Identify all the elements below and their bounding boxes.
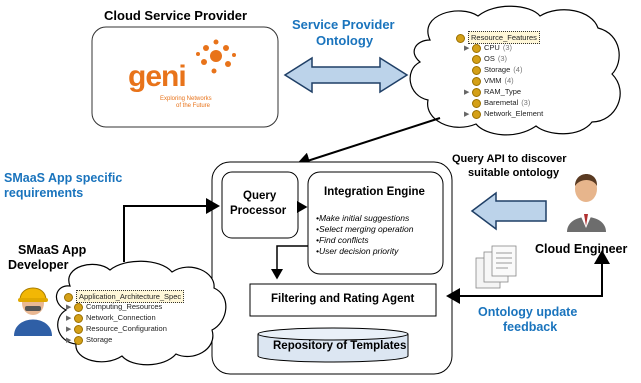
expand-arrow-icon[interactable]: ▶	[464, 89, 470, 96]
integration-bullet: •Make initial suggestions	[316, 213, 410, 223]
class-icon	[74, 313, 83, 323]
documents-icon	[475, 245, 517, 289]
class-icon	[74, 335, 83, 345]
repository-cylinder-top	[257, 327, 409, 341]
query-api-arrow	[470, 191, 547, 231]
ontology-to-frame-arrow	[296, 117, 441, 168]
expand-arrow-icon[interactable]: ▶	[464, 45, 470, 52]
class-icon	[472, 54, 481, 64]
ontology-title-1: Service Provider	[292, 17, 395, 32]
feedback-arrow	[446, 250, 610, 304]
provider-box	[91, 26, 279, 128]
tree-item[interactable]: ▶Network_Connection	[66, 313, 156, 323]
feedback-label-1: Ontology update	[478, 305, 578, 319]
class-icon	[64, 292, 73, 302]
tree-item[interactable]: Baremetal(3)	[456, 97, 546, 108]
tree-item[interactable]: VMM(4)	[456, 75, 546, 86]
expand-arrow-icon[interactable]: ▶	[66, 304, 72, 311]
tree-item[interactable]: OS(3)	[456, 53, 546, 64]
cloud-engineer-label: Cloud Engineer	[535, 242, 628, 256]
tree-item[interactable]: Storage(4)	[456, 64, 546, 75]
cloud-engineer-icon	[567, 174, 606, 232]
tree-item[interactable]: ▶Network_Element	[464, 109, 544, 119]
app-requirements-label-2: requirements	[4, 186, 84, 200]
expand-arrow-icon[interactable]: ▶	[66, 315, 72, 322]
filtering-agent-box	[249, 283, 437, 317]
integration-bullet: •Select merging operation	[316, 224, 414, 234]
expand-arrow-icon[interactable]: ▶	[66, 326, 72, 333]
integration-engine-box	[307, 171, 444, 275]
class-icon	[472, 76, 481, 86]
ontology-title-2: Ontology	[316, 33, 374, 48]
developer-to-frame-arrow	[123, 198, 220, 262]
query-api-label-1: Query API to discover	[452, 153, 567, 165]
geni-logo-word: geni	[128, 60, 187, 93]
query-api-label-2: suitable ontology	[468, 167, 560, 179]
app-tree: Application_Architecture_Spec ▶Computing…	[64, 290, 185, 345]
integration-bullet: •User decision priority	[316, 246, 399, 256]
developer-label-1: SMaaS App	[18, 243, 87, 257]
service-provider-ontology-arrow	[283, 56, 409, 94]
app-requirements-label-1: SMaaS App specific	[4, 171, 123, 185]
tree-item[interactable]: ▶RAM_Type	[464, 87, 522, 97]
expand-arrow-icon[interactable]: ▶	[66, 337, 72, 344]
class-icon	[456, 33, 465, 43]
class-icon	[472, 98, 481, 108]
resource-tree-root[interactable]: Resource_Features	[456, 31, 546, 44]
geni-tagline-2: of the Future	[176, 103, 211, 109]
tree-item[interactable]: ▶Resource_Configuration	[66, 324, 167, 334]
provider-title: Cloud Service Provider	[104, 8, 248, 23]
query-processor-label-1: Query	[243, 190, 277, 202]
tree-item[interactable]: ▶Computing_Resources	[66, 302, 163, 312]
tree-item[interactable]: ▶Storage	[66, 335, 113, 345]
class-icon	[74, 302, 83, 312]
expand-arrow-icon[interactable]: ▶	[464, 111, 470, 118]
filtering-agent-label: Filtering and Rating Agent	[271, 293, 415, 305]
class-icon	[472, 65, 481, 75]
geni-logo-globe	[196, 39, 236, 74]
integration-bullet: •Find conflicts	[316, 235, 369, 245]
developer-icon	[14, 287, 52, 336]
class-icon	[472, 87, 481, 97]
integration-to-filtering-arrow	[271, 245, 308, 280]
class-icon	[472, 109, 481, 119]
developer-label-2: Developer	[8, 258, 69, 272]
class-icon	[74, 324, 83, 334]
tree-item[interactable]: ▶CPU(3)	[464, 43, 513, 53]
app-cloud	[55, 260, 227, 366]
resource-tree: Resource_Features ▶CPU(3) OS(3) Storage(…	[456, 31, 546, 119]
geni-tagline-1: Exploring Networks	[160, 96, 212, 102]
feedback-label-2: feedback	[503, 320, 558, 334]
repository-label: Repository of Templates	[273, 340, 407, 352]
query-processor-label-2: Processor	[230, 205, 287, 217]
repository-cylinder	[257, 334, 409, 363]
app-tree-root[interactable]: Application_Architecture_Spec	[64, 290, 185, 303]
integration-engine-title: Integration Engine	[324, 186, 425, 198]
class-icon	[472, 43, 481, 53]
